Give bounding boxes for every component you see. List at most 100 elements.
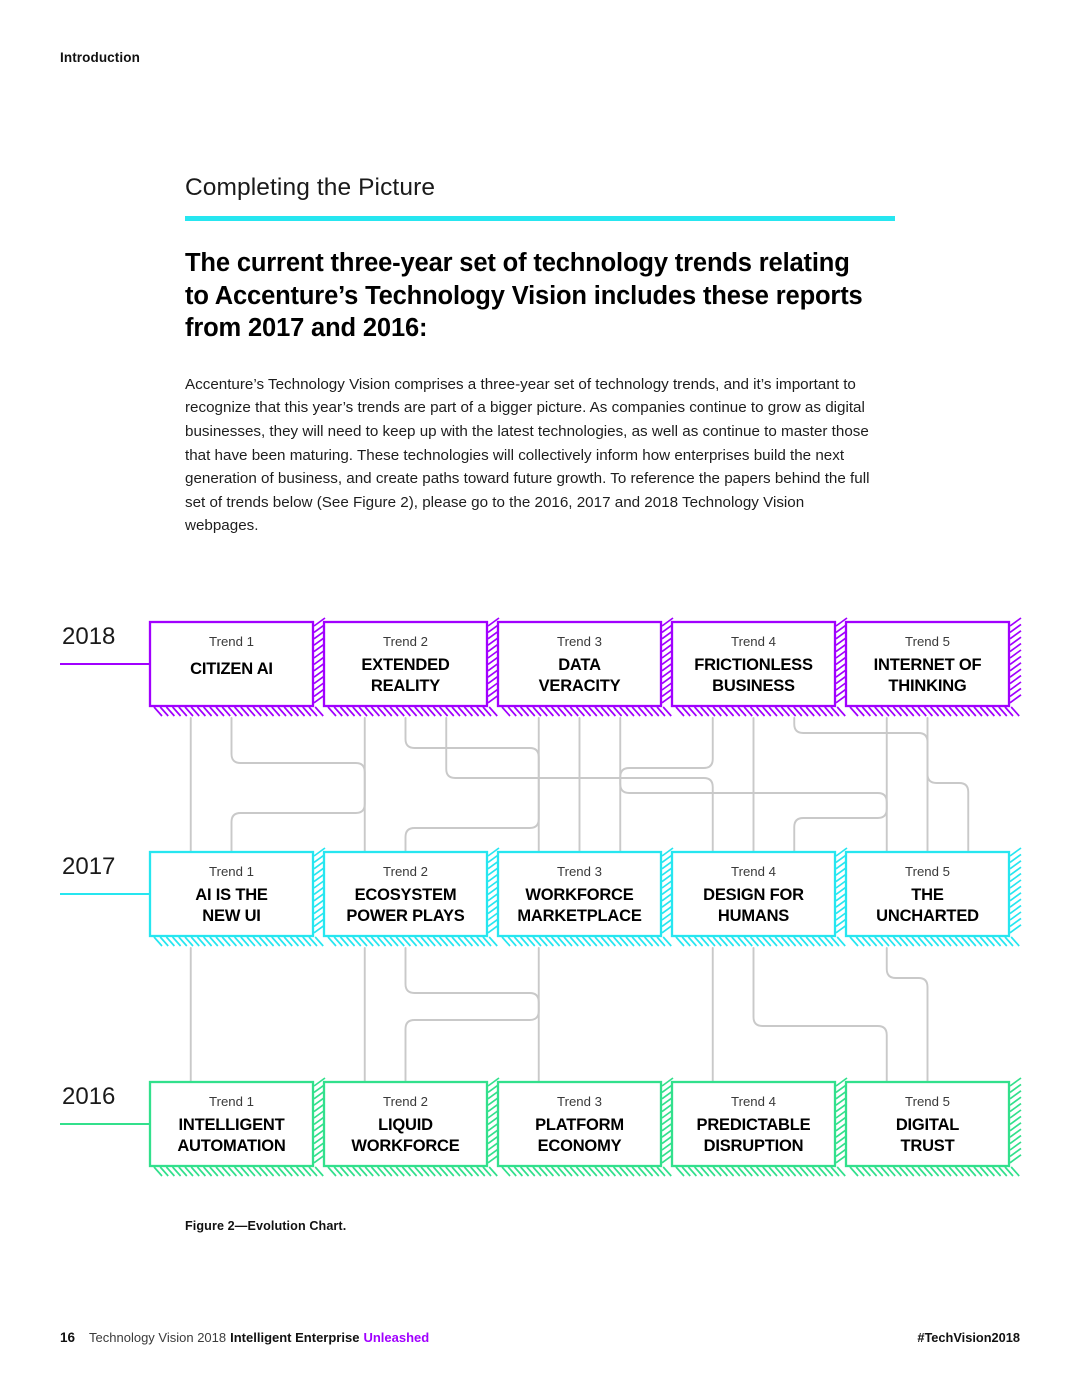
box-hatch-bottom [327, 706, 498, 717]
trend-name-line: UNCHARTED [876, 907, 979, 925]
trend-name-line: INTERNET OF [874, 656, 982, 674]
page-number: 16 [60, 1330, 76, 1345]
trend-name-line: LIQUID [378, 1116, 433, 1134]
box-hatch-bottom [153, 1166, 324, 1177]
trend-box[interactable] [844, 850, 1011, 938]
trend-number: Trend 3 [557, 634, 602, 649]
trend-name-line: AUTOMATION [177, 1137, 285, 1155]
trend-name-line: EXTENDED [361, 656, 450, 674]
trend-name-line: WORKFORCE [525, 886, 633, 904]
trend-number: Trend 1 [209, 634, 254, 649]
figure-caption: Figure 2—Evolution Chart. [185, 1219, 347, 1233]
connector-line [793, 717, 888, 853]
trend-number: Trend 3 [557, 1094, 602, 1109]
box-hatch-bottom [153, 936, 324, 947]
trend-box[interactable] [322, 850, 489, 938]
year-label-2017: 2017 [62, 853, 115, 880]
trend-box[interactable] [496, 1080, 663, 1168]
trend-name-line: INTELLIGENT [179, 1116, 285, 1134]
trend-box[interactable] [844, 620, 1011, 708]
box-hatch-bottom [675, 1166, 846, 1177]
connector-line [230, 717, 366, 853]
trend-name-line: ECONOMY [538, 1137, 622, 1155]
trend-name-line: FRICTIONLESS [694, 656, 813, 674]
trend-box[interactable] [148, 1080, 315, 1168]
section-kicker: Completing the Picture [185, 174, 436, 201]
box-hatch-bottom [849, 706, 1020, 717]
trend-name-line: TRUST [901, 1137, 955, 1155]
trend-name-line: THE [911, 886, 944, 904]
box-hatch-right [1009, 847, 1022, 934]
trend-name-line: BUSINESS [712, 677, 795, 695]
box-hatch-bottom [675, 706, 846, 717]
trend-number: Trend 3 [557, 864, 602, 879]
trend-box[interactable] [148, 620, 315, 708]
box-hatch-bottom [327, 936, 498, 947]
box-hatch-right [1009, 617, 1022, 704]
connector-line [404, 947, 540, 1083]
year-label-2018: 2018 [62, 623, 115, 650]
box-hatch-bottom [849, 1166, 1020, 1177]
trend-name-line: PLATFORM [535, 1116, 624, 1134]
footer-left: 16 Technology Vision 2018 Intelligent En… [60, 1330, 429, 1345]
box-hatch-right [661, 1077, 674, 1164]
box-hatch-bottom [153, 706, 324, 717]
section-body: Accenture’s Technology Vision comprises … [185, 375, 870, 535]
page-footer: 16 Technology Vision 2018 Intelligent En… [60, 1330, 1020, 1345]
trend-box[interactable] [844, 1080, 1011, 1168]
trend-name-line: HUMANS [718, 907, 789, 925]
trend-number: Trend 4 [731, 864, 776, 879]
trend-number: Trend 5 [905, 634, 950, 649]
trend-number: Trend 2 [383, 864, 428, 879]
connector-line [926, 717, 970, 853]
trend-box[interactable] [496, 620, 663, 708]
running-head: Introduction [60, 50, 140, 65]
trend-name-line: ECOSYSTEM [355, 886, 457, 904]
footer-title-accent: Unleashed [363, 1330, 430, 1345]
box-hatch-bottom [849, 936, 1020, 947]
trend-name-line: DIGITAL [896, 1116, 959, 1134]
footer-title-plain: Technology Vision 2018 [89, 1330, 227, 1345]
section-block: Completing the Picture The current three… [185, 174, 895, 538]
box-hatch-bottom [501, 1166, 672, 1177]
trend-number: Trend 2 [383, 1094, 428, 1109]
trend-number: Trend 5 [905, 864, 950, 879]
trend-name-line: AI IS THE [195, 886, 268, 904]
trend-name-line: WORKFORCE [351, 1137, 459, 1155]
trend-box[interactable] [496, 850, 663, 938]
connector-layer [189, 717, 970, 1083]
trend-number: Trend 1 [209, 864, 254, 879]
year-label-2016: 2016 [62, 1083, 115, 1110]
trend-box[interactable] [322, 1080, 489, 1168]
trend-box[interactable] [670, 850, 837, 938]
box-hatch-bottom [501, 706, 672, 717]
connector-line [230, 717, 366, 853]
trend-box[interactable] [148, 850, 315, 938]
trend-name-line: REALITY [371, 677, 440, 695]
trend-box[interactable] [670, 1080, 837, 1168]
trend-box[interactable] [322, 620, 489, 708]
box-hatch-right [1009, 1077, 1022, 1164]
connector-line [793, 717, 929, 853]
trend-number: Trend 5 [905, 1094, 950, 1109]
connector-line [404, 717, 540, 853]
trend-name-line: DISRUPTION [704, 1137, 804, 1155]
connector-line [404, 947, 540, 1083]
box-hatch-bottom [501, 936, 672, 947]
trend-name-line: POWER PLAYS [346, 907, 464, 925]
trend-name-line: MARKETPLACE [517, 907, 641, 925]
box-hatch-bottom [327, 1166, 498, 1177]
trend-name-line: PREDICTABLE [697, 1116, 811, 1134]
trend-box[interactable] [670, 620, 837, 708]
trend-number: Trend 2 [383, 634, 428, 649]
trend-name-line: THINKING [888, 677, 966, 695]
footer-title-bold: Intelligent Enterprise [230, 1330, 360, 1345]
connector-line [404, 717, 540, 853]
trend-number: Trend 4 [731, 634, 776, 649]
